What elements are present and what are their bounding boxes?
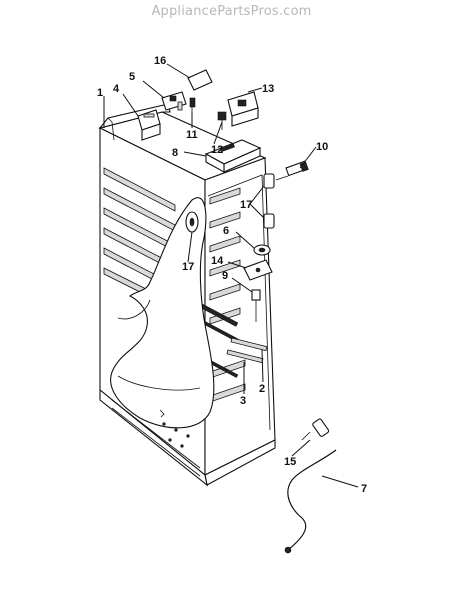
callout-2: 2 [259,383,265,395]
callout-10: 10 [316,141,328,153]
floor-vents [159,409,190,448]
part-12-light [217,111,227,130]
part-15-fitting [301,418,330,441]
callout-9: 9 [222,270,228,282]
leader-lines [103,63,359,488]
callout-8: 8 [172,147,178,159]
callout-7: 7 [361,483,367,495]
callout-16: 16 [154,55,166,67]
callout-17-right: 17 [240,199,252,211]
part-7-tube [284,449,337,554]
part-9-pin [251,289,261,322]
part-4-bracket [137,109,161,141]
callout-5: 5 [129,71,135,83]
callout-1: 1 [97,87,103,99]
callout-17-left: 17 [182,261,194,273]
callout-13: 13 [262,83,274,95]
callout-11: 11 [186,129,198,141]
refrigerator-liner [98,103,276,487]
part-2-rod [230,337,268,352]
part-17-cam-left [185,211,199,233]
callout-6: 6 [223,225,229,237]
callout-labels: 1 2 3 4 5 6 7 8 9 10 11 12 13 14 15 16 1… [97,55,367,495]
part-16-cover [187,69,213,91]
liner-cutout [110,197,215,429]
part-8-control-housing [204,139,262,173]
part-5-module [161,91,187,111]
part-14-socket [243,259,273,281]
callout-14: 14 [211,255,224,267]
part-17-cam-right [263,173,275,229]
part-13-housing [227,91,259,127]
watermark: AppliancePartsPros.com [151,4,312,19]
part-6-bulb [253,244,271,256]
callout-15: 15 [284,456,296,468]
callout-4: 4 [113,83,120,95]
callout-3: 3 [240,395,246,407]
callout-12: 12 [211,144,223,156]
